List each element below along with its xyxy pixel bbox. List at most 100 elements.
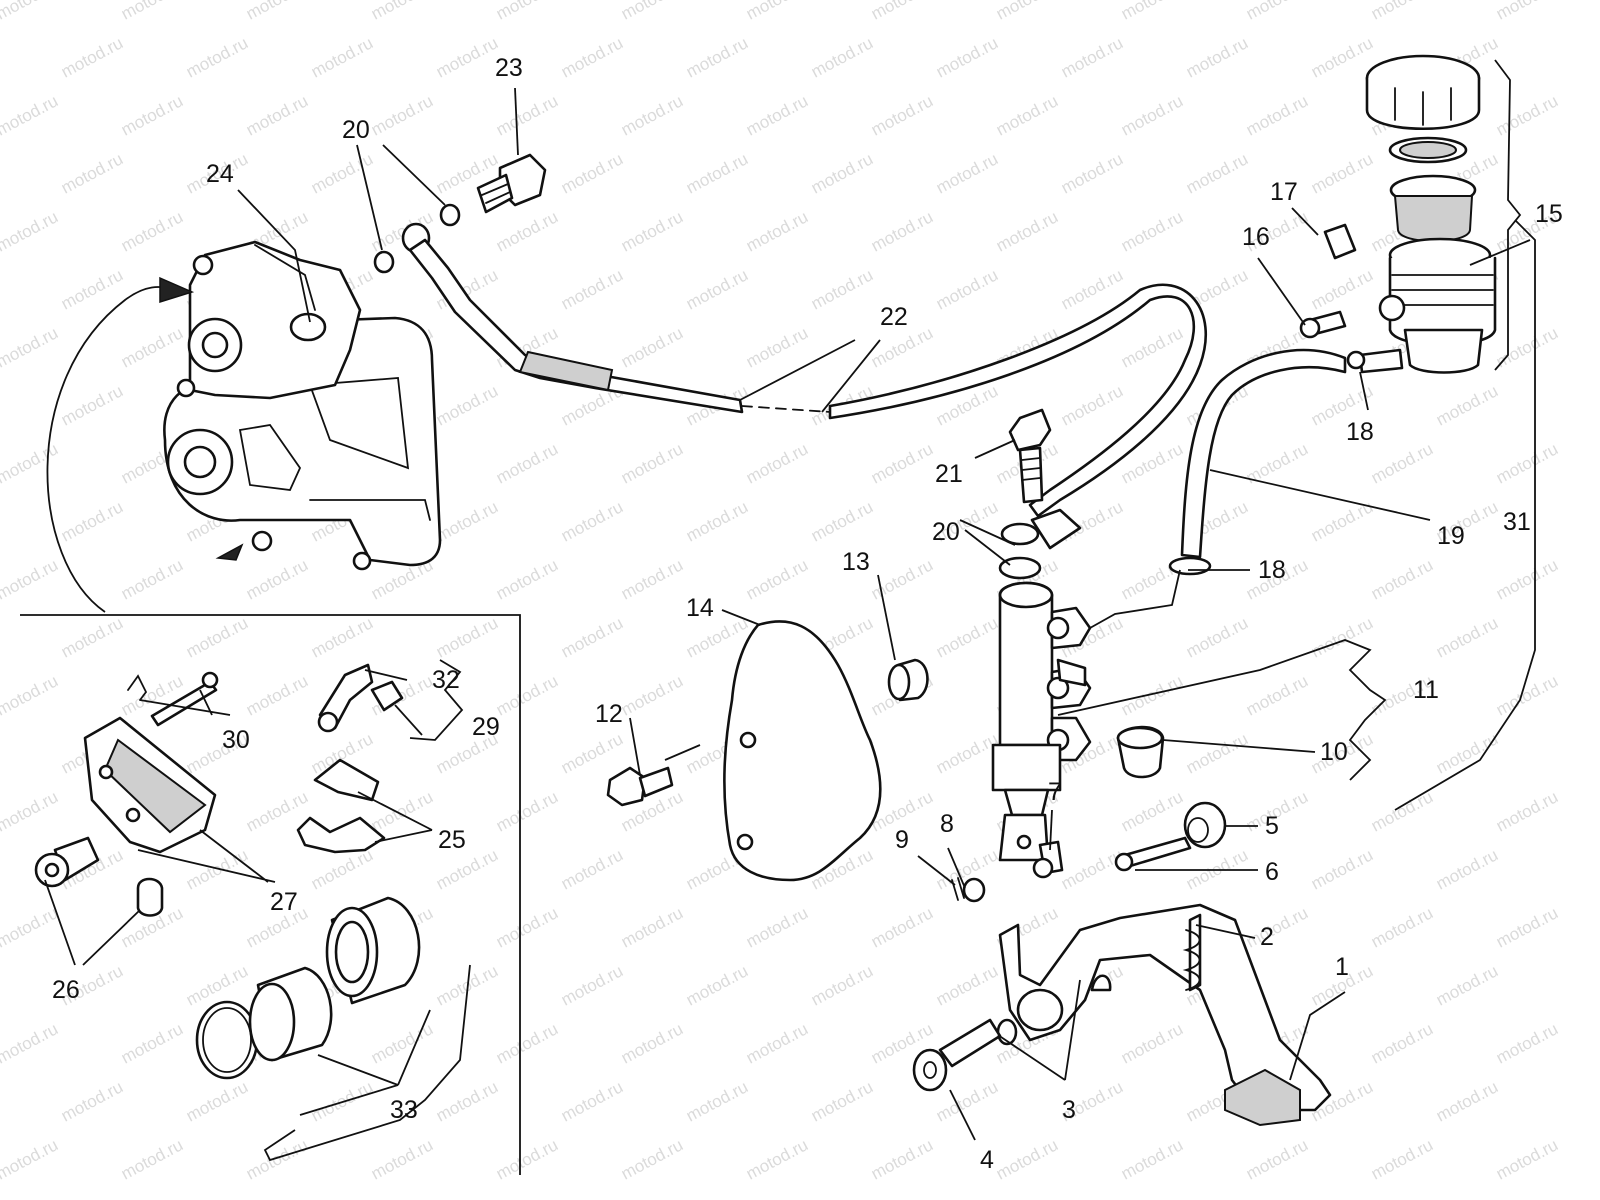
- watermark-text: motod.ru: [1118, 207, 1186, 255]
- watermark-text: motod.ru: [1243, 671, 1311, 719]
- watermark-text: motod.ru: [558, 33, 626, 81]
- watermark-text: motod.ru: [933, 33, 1001, 81]
- watermark-text: motod.ru: [808, 265, 876, 313]
- watermark-text: motod.ru: [493, 671, 561, 719]
- banjo-bolt-lower: [998, 408, 1082, 580]
- callout-label: 2: [1260, 923, 1274, 951]
- watermark-text: motod.ru: [58, 613, 126, 661]
- callout-label: 1: [1335, 953, 1349, 981]
- watermark-text: motod.ru: [243, 671, 311, 719]
- master-cylinder: [991, 581, 1092, 862]
- watermark-text: motod.ru: [1433, 613, 1501, 661]
- watermark-text: motod.ru: [1183, 149, 1251, 197]
- watermark-text: motod.ru: [618, 555, 686, 603]
- callout-label: 32: [432, 666, 460, 694]
- watermark-text: motod.ru: [1058, 381, 1126, 429]
- watermark-text: motod.ru: [0, 1135, 61, 1183]
- watermark-text: motod.ru: [0, 671, 61, 719]
- stopper: [1183, 801, 1227, 849]
- watermark-text: motod.ru: [808, 497, 876, 545]
- watermark-text: motod.ru: [1493, 1135, 1561, 1183]
- watermark-text: motod.ru: [933, 961, 1001, 1009]
- watermark-text: motod.ru: [118, 1135, 186, 1183]
- watermark-text: motod.ru: [308, 33, 376, 81]
- watermark-text: motod.ru: [1493, 323, 1561, 371]
- watermark-text: motod.ru: [868, 439, 936, 487]
- watermark-text: motod.ru: [433, 613, 501, 661]
- callout-label: 3: [1062, 1096, 1076, 1124]
- callout-label: 19: [1437, 522, 1465, 550]
- watermark-text: motod.ru: [933, 1077, 1001, 1125]
- watermark-text: motod.ru: [1183, 613, 1251, 661]
- watermark-text: motod.ru: [743, 207, 811, 255]
- watermark-text: motod.ru: [1493, 91, 1561, 139]
- watermark-text: motod.ru: [618, 1019, 686, 1067]
- watermark-text: motod.ru: [1368, 1135, 1436, 1183]
- watermark-text: motod.ru: [1368, 903, 1436, 951]
- callout-label: 31: [1503, 508, 1531, 536]
- watermark-text: motod.ru: [0, 91, 61, 139]
- brake-caliper: [163, 240, 442, 571]
- callout-label: 12: [595, 700, 623, 728]
- watermark-text: motod.ru: [1183, 33, 1251, 81]
- watermark-text: motod.ru: [1493, 787, 1561, 835]
- watermark-text: motod.ru: [433, 497, 501, 545]
- watermark-text: motod.ru: [493, 787, 561, 835]
- watermark-text: motod.ru: [1308, 149, 1376, 197]
- callout-label: 17: [1270, 178, 1298, 206]
- callout-label: 8: [940, 810, 954, 838]
- watermark-text: motod.ru: [683, 497, 751, 545]
- watermark-text: motod.ru: [0, 0, 61, 24]
- watermark-text: motod.ru: [933, 149, 1001, 197]
- watermark-text: motod.ru: [683, 265, 751, 313]
- guard-bolt: [606, 766, 674, 807]
- watermark-text: motod.ru: [1368, 555, 1436, 603]
- watermark-text: motod.ru: [1493, 439, 1561, 487]
- arrow-head-icon: [159, 276, 195, 304]
- guard-hole: [736, 833, 754, 851]
- watermark-text: motod.ru: [743, 1019, 811, 1067]
- watermark-text: motod.ru: [58, 149, 126, 197]
- watermark-text: motod.ru: [433, 33, 501, 81]
- watermark-text: motod.ru: [243, 555, 311, 603]
- watermark-text: motod.ru: [58, 381, 126, 429]
- watermark-text: motod.ru: [933, 265, 1001, 313]
- heel-guard: [723, 620, 882, 882]
- watermark-text: motod.ru: [368, 1135, 436, 1183]
- watermark-text: motod.ru: [933, 613, 1001, 661]
- watermark-text: motod.ru: [868, 1135, 936, 1183]
- watermark-text: motod.ru: [1433, 729, 1501, 777]
- watermark-text: motod.ru: [1308, 33, 1376, 81]
- watermark-text: motod.ru: [0, 903, 61, 951]
- watermark-text: motod.ru: [683, 149, 751, 197]
- watermark-text: motod.ru: [118, 207, 186, 255]
- watermark-text: motod.ru: [493, 91, 561, 139]
- watermark-text: motod.ru: [1308, 845, 1376, 893]
- watermark-text: motod.ru: [493, 1019, 561, 1067]
- callout-label: 18: [1346, 418, 1374, 446]
- watermark-text: motod.ru: [493, 0, 561, 24]
- callout-label: 30: [222, 726, 250, 754]
- callout-label: 23: [495, 54, 523, 82]
- watermark-text: motod.ru: [808, 149, 876, 197]
- callout-label: 18: [1258, 556, 1286, 584]
- watermark-text: motod.ru: [1308, 497, 1376, 545]
- watermark-text: motod.ru: [58, 497, 126, 545]
- watermark-text: motod.ru: [808, 961, 876, 1009]
- watermark-text: motod.ru: [1368, 787, 1436, 835]
- watermark-text: motod.ru: [993, 207, 1061, 255]
- watermark-text: motod.ru: [243, 91, 311, 139]
- watermark-text: motod.ru: [618, 91, 686, 139]
- callout-leaders: [44, 59, 1536, 1162]
- watermark-text: motod.ru: [493, 903, 561, 951]
- watermark-text: motod.ru: [0, 787, 61, 835]
- watermark-text: motod.ru: [368, 1019, 436, 1067]
- watermark-text: motod.ru: [683, 1077, 751, 1125]
- watermark-text: motod.ru: [618, 1135, 686, 1183]
- watermark-text: motod.ru: [1118, 91, 1186, 139]
- watermark-text: motod.ru: [1433, 1077, 1501, 1125]
- callout-label: 20: [932, 518, 960, 546]
- inset-parts: [34, 663, 421, 1080]
- watermark-text: motod.ru: [558, 497, 626, 545]
